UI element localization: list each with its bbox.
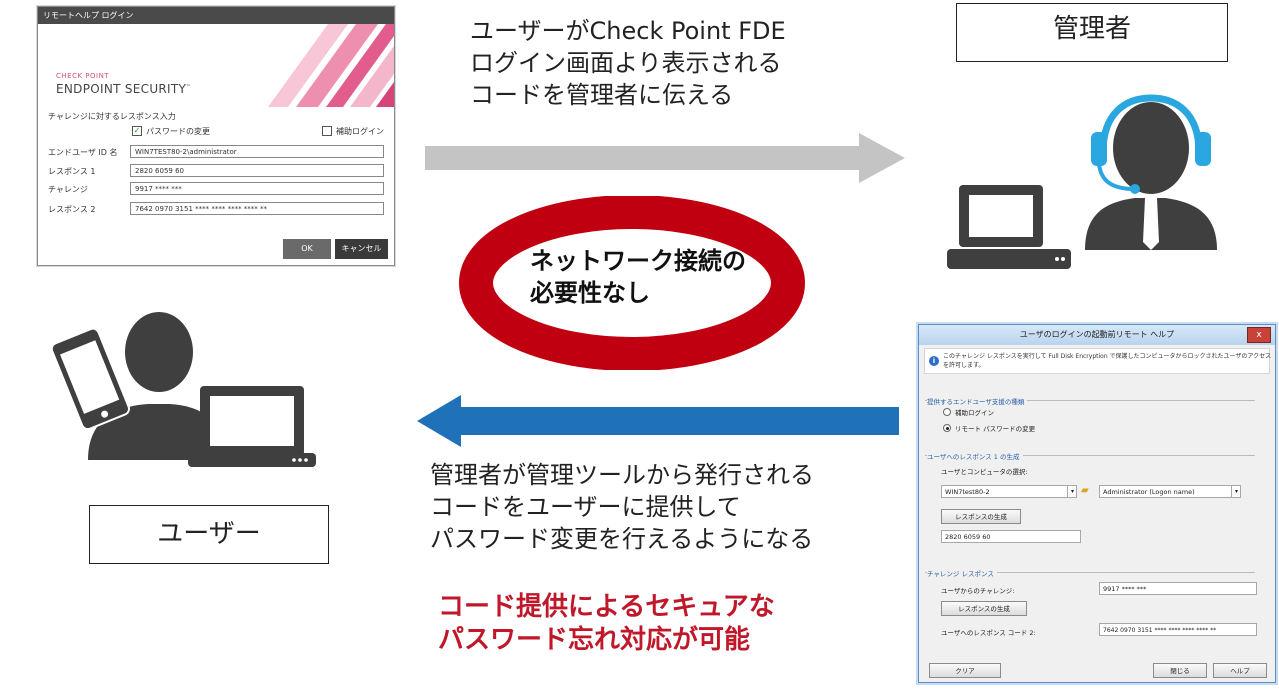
response1-field[interactable]: 2820 6059 60: [130, 164, 384, 177]
headset-icon: [1091, 94, 1211, 194]
admin-label-box: 管理者: [956, 3, 1228, 62]
password-change-label: パスワードの変更: [146, 127, 210, 136]
field-label-response1: レスポンス 1: [48, 167, 96, 176]
group2-rule: [925, 455, 1255, 456]
field-label-user-id: エンドユーザ ID 名: [48, 148, 118, 157]
group3-label: チャレンジ レスポンス: [927, 568, 997, 578]
top-note: ユーザーがCheck Point FDE ログイン画面より表示される コードを管…: [470, 15, 786, 111]
password-change-checkbox[interactable]: ✓: [132, 126, 142, 136]
ellipse-label-line-2: 必要性なし: [530, 279, 650, 307]
ok-button[interactable]: OK: [283, 239, 331, 259]
group2-label: ユーザへのレスポンス 1 の生成: [927, 451, 1023, 461]
bottom-note-line-3: パスワード変更を行えるようになる: [430, 525, 814, 553]
user-select[interactable]: Administrator (Logon name): [1099, 485, 1241, 498]
response2-output[interactable]: 7642 0970 3151 **** **** **** **** **: [1099, 623, 1257, 636]
assist-login-label: 補助ログイン: [336, 127, 384, 136]
group1-rule: [925, 400, 1255, 401]
response2-field[interactable]: 7642 0970 3151 **** **** **** **** **: [130, 202, 384, 215]
top-note-line-1: ユーザーがCheck Point FDE: [470, 17, 786, 45]
ellipse-label-line-1: ネットワーク接続の: [530, 247, 746, 275]
emphasis-text: コード提供によるセキュアな パスワード忘れ対応が可能: [438, 591, 775, 657]
no-network-needed-label: ネットワーク接続の 必要性なし: [530, 245, 746, 309]
field-label-response2: レスポンス 2: [48, 205, 96, 214]
cancel-button[interactable]: キャンセル: [335, 239, 388, 259]
top-note-line-3: コードを管理者に伝える: [470, 81, 734, 109]
top-note-line-2: ログイン画面より表示される: [470, 49, 782, 77]
group3-rule: [925, 572, 1255, 573]
blue-arrow-left: [417, 395, 899, 447]
chevron-down-icon[interactable]: ▾: [1231, 486, 1241, 497]
generate-response1-button[interactable]: レスポンスの生成: [941, 509, 1021, 524]
user-label-box: ユーザー: [89, 505, 329, 564]
remote-password-radio-label: リモート パスワードの変更: [955, 425, 1036, 433]
emphasis-line-2: パスワード忘れ対応が可能: [438, 625, 751, 655]
info-icon: i: [929, 356, 939, 366]
challenge-label: ユーザからのチャレンジ:: [941, 587, 1015, 595]
remote-password-radio[interactable]: [943, 424, 951, 432]
close-icon[interactable]: x: [1247, 327, 1271, 343]
challenge-field[interactable]: 9917 **** ***: [130, 182, 384, 195]
trademark: ™: [186, 84, 192, 90]
challenge-input[interactable]: 9917 **** ***: [1099, 582, 1257, 595]
user-laptop-icon: [188, 386, 316, 467]
pink-stripes-decoration: [268, 24, 394, 107]
response2-label: ユーザへのレスポンス コード 2:: [941, 629, 1036, 637]
field-label-challenge: チャレンジ: [48, 185, 88, 194]
laptop-icon: [947, 185, 1071, 269]
bottom-note: 管理者が管理ツールから発行される コードをユーザーに提供して パスワード変更を行…: [430, 459, 814, 555]
bottom-note-line-1: 管理者が管理ツールから発行される: [430, 461, 814, 489]
info-text: このチャレンジ レスポンスを実行して Full Disk Encryption …: [943, 353, 1272, 369]
login-dialog-header: CHECK POINT ENDPOINT SECURITY™: [38, 24, 394, 107]
group1-label: 提供するエンドユーザ支援の種類: [927, 396, 1028, 406]
chevron-down-icon[interactable]: ▾: [1067, 486, 1077, 497]
info-banner: i このチャレンジ レスポンスを実行して Full Disk Encryptio…: [924, 348, 1272, 374]
close-button[interactable]: 閉じる: [1153, 663, 1207, 678]
smartphone-icon: [50, 327, 130, 431]
computer-select[interactable]: WIN7test80-2: [941, 485, 1077, 498]
login-dialog-title: リモートヘルプ ログイン: [38, 7, 394, 24]
admin-icon: [947, 94, 1217, 269]
login-section-label: チャレンジに対するレスポンス入力: [48, 112, 176, 121]
assist-login-radio[interactable]: [943, 408, 951, 416]
gray-arrow-right: [425, 133, 905, 183]
help-dialog-title: ユーザのログインの起動前リモート ヘルプ: [919, 325, 1275, 345]
user-person-icon: [88, 312, 224, 460]
generate-response2-button[interactable]: レスポンスの生成: [941, 601, 1027, 616]
user-id-field[interactable]: WIN7TEST80-2\administrator: [130, 145, 384, 158]
folder-icon[interactable]: ▰: [1081, 485, 1089, 496]
bottom-note-line-2: コードをユーザーに提供して: [430, 493, 741, 521]
brand-large-text: ENDPOINT SECURITY: [56, 82, 187, 96]
brand-small: CHECK POINT: [56, 72, 110, 80]
select-label: ユーザとコンピュータの選択:: [941, 468, 1028, 476]
user-icon: [50, 312, 316, 467]
brand-large: ENDPOINT SECURITY™: [56, 82, 191, 96]
assist-login-checkbox[interactable]: [322, 126, 332, 136]
remote-help-dialog-screenshot: ユーザのログインの起動前リモート ヘルプ x i このチャレンジ レスポンスを実…: [918, 324, 1276, 683]
admin-person-icon: [1085, 102, 1217, 250]
response1-output[interactable]: 2820 6059 60: [941, 530, 1081, 543]
help-button[interactable]: ヘルプ: [1213, 663, 1267, 678]
red-ring-ellipse: [459, 196, 805, 370]
clear-button[interactable]: クリア: [929, 663, 1001, 678]
emphasis-line-1: コード提供によるセキュアな: [438, 592, 775, 622]
assist-login-radio-label: 補助ログイン: [955, 409, 994, 417]
login-dialog-screenshot: リモートヘルプ ログイン CHECK POINT ENDPOINT SECURI…: [37, 6, 395, 266]
